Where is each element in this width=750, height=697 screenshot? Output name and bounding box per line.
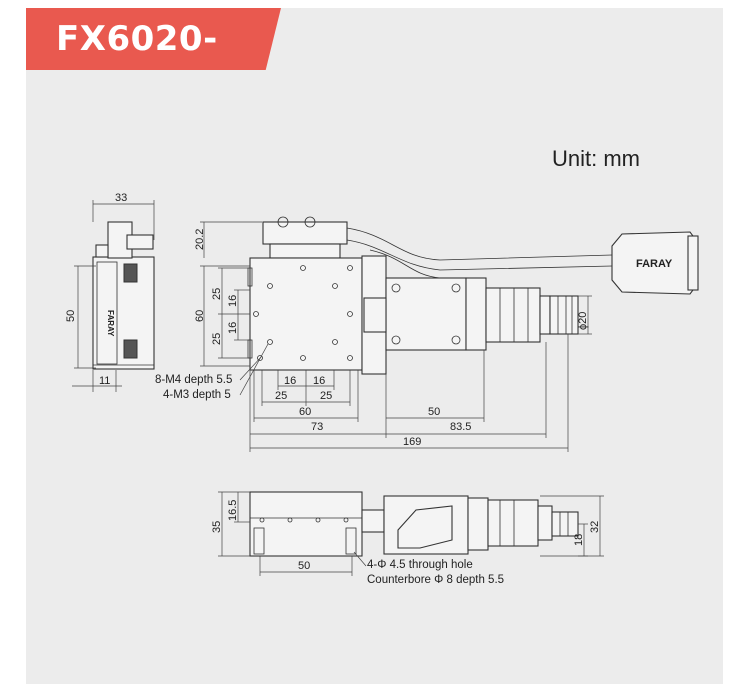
dim-16-upper: 16: [227, 295, 239, 307]
dim-16-h2: 16: [313, 375, 325, 387]
side-view: [92, 221, 155, 370]
side-brand: FARAY: [106, 310, 115, 337]
dim-50-bottom: 50: [298, 560, 310, 572]
dim-25-h2: 25: [320, 390, 332, 402]
dim-25-lower: 25: [211, 333, 223, 345]
unit-label: Unit: mm: [552, 146, 640, 171]
dim-16-h1: 16: [284, 375, 296, 387]
dim-16-5: 16.5: [227, 500, 239, 521]
connector-brand: FARAY: [636, 258, 673, 270]
product-title: FX6020-LBN: [26, 8, 281, 70]
dim-25-h1: 25: [275, 390, 287, 402]
dim-18: 18: [573, 534, 585, 546]
dim-16-lower: 16: [227, 322, 239, 334]
dim-60-vertical: 60: [194, 310, 206, 322]
top-view: [247, 216, 699, 375]
dim-32: 32: [589, 521, 601, 533]
dim-20-2: 20.2: [194, 229, 206, 250]
dim-60-horizontal: 60: [299, 406, 311, 418]
dim-33: 33: [115, 192, 127, 204]
note-counterbore: Counterbore Φ 8 depth 5.5: [367, 574, 504, 586]
note-m4: 8-M4 depth 5.5: [155, 374, 232, 386]
front-view: [249, 491, 579, 557]
dim-35: 35: [211, 521, 223, 533]
dim-25-upper: 25: [211, 288, 223, 300]
dim-73: 73: [311, 421, 323, 433]
dim-169: 169: [403, 436, 421, 448]
dim-50-motor: 50: [428, 406, 440, 418]
dim-11: 11: [99, 375, 110, 387]
dim-50-side: 50: [65, 310, 77, 322]
dim-phi20: ϕ20: [577, 312, 589, 330]
note-through-hole: 4-Φ 4.5 through hole: [367, 559, 473, 571]
note-m3: 4-M3 depth 5: [163, 389, 231, 401]
dim-83-5: 83.5: [450, 421, 471, 433]
